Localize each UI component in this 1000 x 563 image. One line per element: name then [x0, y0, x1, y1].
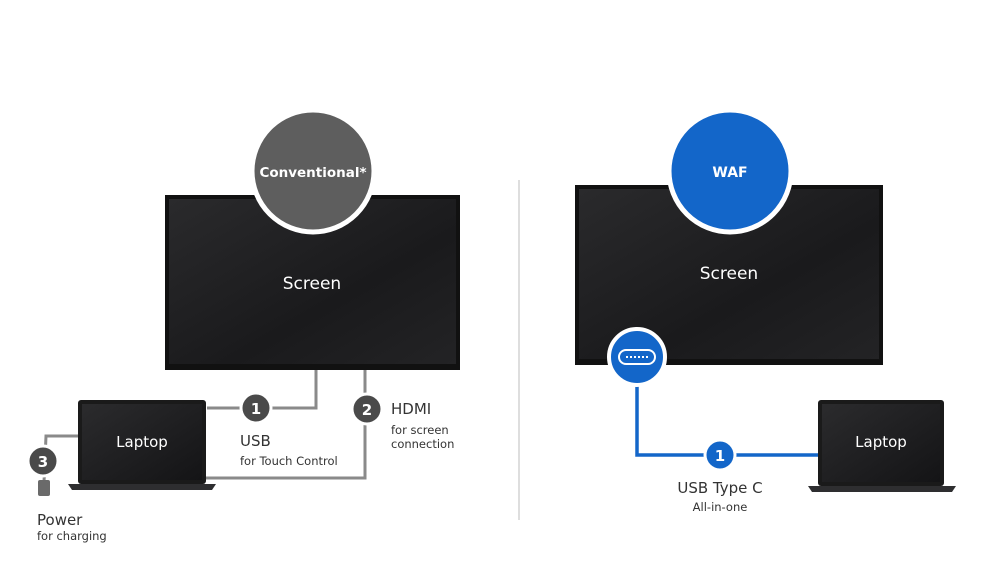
step-usb-marker: 1 [239, 391, 273, 425]
waf-badge: WAF [666, 107, 794, 235]
conventional-badge-label: Conventional* [259, 165, 366, 181]
step-usb-c-number: 1 [715, 447, 725, 465]
step-usb-c-marker: 1 [703, 438, 737, 472]
step-power-number: 3 [38, 453, 48, 471]
waf-setup: Screen WAF Laptop 1 USB Type C All-in-on… [575, 107, 956, 514]
conventional-laptop-label: Laptop [116, 433, 168, 451]
step-usb-c-title: USB Type C [677, 479, 762, 497]
step-power-title: Power [37, 511, 83, 529]
step-usb-subtitle: for Touch Control [240, 454, 338, 468]
usb-c-cable [635, 372, 818, 457]
step-hdmi-number: 2 [362, 401, 372, 419]
conventional-badge: Conventional* [249, 107, 377, 235]
step-usb-c-subtitle: All-in-one [693, 500, 748, 514]
step-hdmi-subtitle-1: for screen [391, 423, 449, 437]
waf-badge-label: WAF [712, 165, 747, 181]
step-power-subtitle: for charging [37, 529, 107, 543]
step-power-marker: 3 [26, 444, 60, 478]
power-plug-icon [38, 480, 50, 496]
usb-c-port-icon [607, 327, 667, 387]
step-hdmi-subtitle-2: connection [391, 437, 454, 451]
conventional-setup: Screen Conventional* Laptop 1 USB for To… [26, 107, 460, 543]
waf-laptop: Laptop [808, 400, 956, 492]
conventional-laptop: Laptop [68, 400, 216, 490]
step-hdmi-title: HDMI [391, 400, 431, 418]
step-hdmi-marker: 2 [350, 392, 384, 426]
waf-screen-label: Screen [700, 264, 758, 284]
waf-laptop-label: Laptop [855, 433, 907, 451]
conventional-screen-label: Screen [283, 274, 341, 294]
step-usb-number: 1 [251, 400, 261, 418]
step-usb-title: USB [240, 432, 271, 450]
